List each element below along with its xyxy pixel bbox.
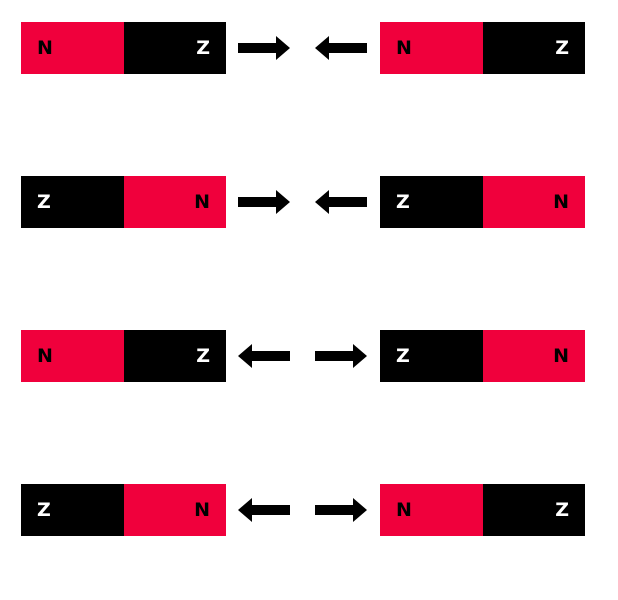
pole-label: Z [196,345,210,367]
north-pole: N [123,176,226,228]
magnet-row-1: N Z N Z [0,22,618,74]
north-pole: N [21,22,124,74]
right-magnet: Z N [380,330,585,382]
arrow-right-icon [238,190,290,214]
pole-label: Z [196,37,210,59]
south-pole: Z [482,484,585,536]
right-magnet: Z N [380,176,585,228]
right-magnet: N Z [380,484,585,536]
north-pole: N [482,176,585,228]
left-magnet: N Z [21,330,226,382]
pole-label: N [37,37,53,59]
south-pole: Z [380,176,483,228]
pole-label: N [553,345,569,367]
pole-label: Z [555,37,569,59]
north-pole: N [123,484,226,536]
pole-label: Z [396,345,410,367]
right-magnet: N Z [380,22,585,74]
pole-label: Z [37,499,51,521]
pole-label: N [396,499,412,521]
arrow-right-icon [238,36,290,60]
arrow-left-icon [315,190,367,214]
left-magnet: Z N [21,484,226,536]
south-pole: Z [482,22,585,74]
north-pole: N [21,330,124,382]
magnet-row-2: Z N Z N [0,176,618,228]
south-pole: Z [123,330,226,382]
north-pole: N [380,484,483,536]
north-pole: N [380,22,483,74]
magnet-row-4: Z N N Z [0,484,618,536]
pole-label: N [194,499,210,521]
south-pole: Z [21,176,124,228]
pole-label: Z [37,191,51,213]
pole-label: N [553,191,569,213]
left-magnet: Z N [21,176,226,228]
arrow-left-icon [238,344,290,368]
magnet-row-3: N Z Z N [0,330,618,382]
pole-label: Z [555,499,569,521]
pole-label: N [37,345,53,367]
arrow-right-icon [315,498,367,522]
arrow-left-icon [315,36,367,60]
pole-label: N [194,191,210,213]
arrow-right-icon [315,344,367,368]
south-pole: Z [380,330,483,382]
pole-label: N [396,37,412,59]
pole-label: Z [396,191,410,213]
left-magnet: N Z [21,22,226,74]
south-pole: Z [123,22,226,74]
arrow-left-icon [238,498,290,522]
south-pole: Z [21,484,124,536]
north-pole: N [482,330,585,382]
